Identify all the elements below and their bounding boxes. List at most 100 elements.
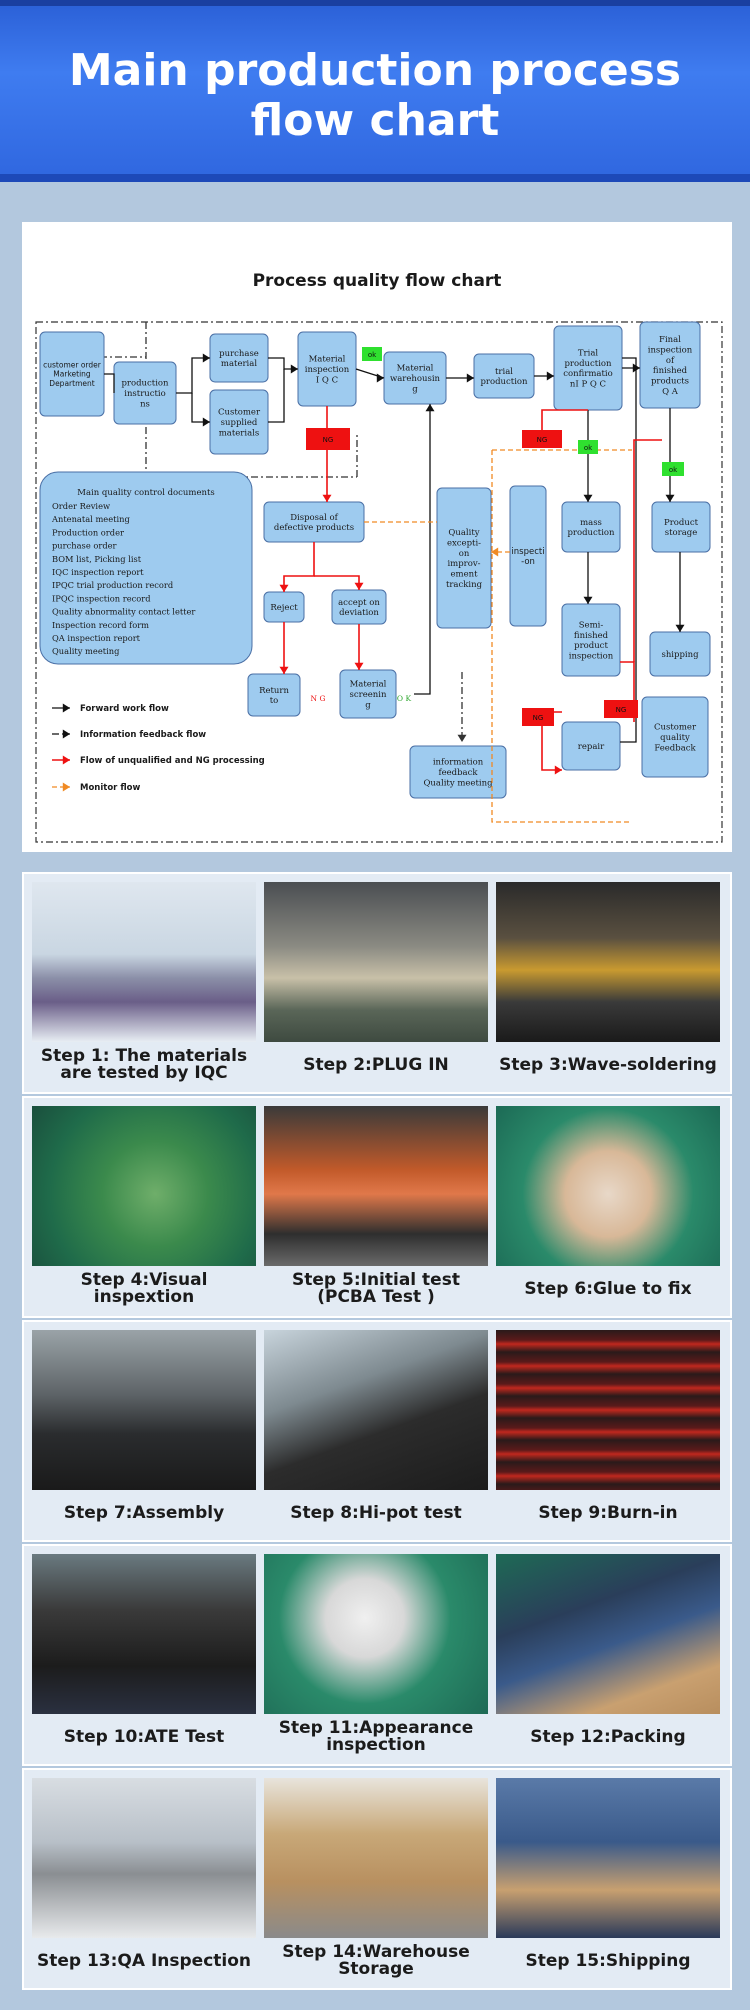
- legend-forward-line-head: [62, 703, 70, 713]
- ng-confirmation-to-tag: [541, 409, 588, 430]
- step-caption: Step 3:Wave-soldering: [496, 1042, 720, 1088]
- step-caption: Step 12:Packing: [496, 1714, 720, 1760]
- step-caption-line: Step 2:PLUG IN: [303, 1054, 449, 1075]
- node-material_inspection-text: I Q C: [316, 375, 338, 385]
- legend-monitor-line-head: [62, 782, 70, 792]
- appearance-inspection-photo: [264, 1554, 488, 1714]
- step-caption-line: Step 8:Hi-pot test: [290, 1502, 462, 1523]
- step-caption: Step 6:Glue to fix: [496, 1266, 720, 1312]
- node-mass_production-text: production: [567, 528, 615, 538]
- node-semi_finished-text: Semi-: [579, 620, 604, 630]
- flow-to-purchase: [176, 357, 210, 394]
- node-customer_supplied-text: supplied: [221, 418, 258, 428]
- glue-fix-photo: [496, 1106, 720, 1266]
- ng-reject-to-return-head: [279, 666, 289, 674]
- step-card: Step 3:Wave-soldering: [496, 882, 720, 1088]
- step-caption-line: Step 11:Appearance: [278, 1718, 474, 1738]
- step-card: Step 7:Assembly: [32, 1330, 256, 1536]
- ok-tag-iqc: [362, 347, 382, 361]
- flow-screening-to-warehouse: [414, 404, 431, 695]
- feedback-line-v3-head: [457, 734, 467, 742]
- step-card: Step 9:Burn-in: [496, 1330, 720, 1536]
- burn-in-photo: [496, 1330, 720, 1490]
- node-material_warehousing-text: Material: [397, 364, 434, 374]
- node-quality_exception: [436, 487, 492, 629]
- flow-final-to-storage-head: [665, 494, 675, 502]
- quality-document-item: Order Review: [52, 501, 110, 511]
- step-caption-line: inspection: [326, 1735, 426, 1755]
- step-card: Step 13:QA Inspection: [32, 1778, 256, 1984]
- step-caption: Step 13:QA Inspection: [32, 1938, 256, 1984]
- step-caption-line: Step 13:QA Inspection: [36, 1950, 252, 1971]
- node-production_instructions-text: production: [121, 379, 169, 389]
- ng-disposal-to-deviation-head: [354, 582, 364, 590]
- ng-final-down: [633, 439, 662, 662]
- step-card: Step 12:Packing: [496, 1554, 720, 1760]
- flow-supplied-to-iqc: [268, 369, 285, 423]
- ng-tag-trial: [522, 430, 562, 448]
- node-purchase_material-text: material: [221, 359, 257, 369]
- shipping-container-photo: [496, 1778, 720, 1938]
- node-customer_order-text: Marketing: [53, 370, 91, 379]
- flow-trial-to-confirmation-head: [546, 371, 554, 381]
- step-card: Step 6:Glue to fix: [496, 1106, 720, 1312]
- node-material_warehousing-text: g: [412, 384, 418, 394]
- node-final_inspection-text: Final: [659, 335, 681, 345]
- node-customer_supplied-text: Customer: [218, 408, 261, 418]
- node-material_screening: [339, 669, 397, 719]
- ng-iqc-to-disposal-head: [322, 494, 332, 502]
- quality-document-item: Quality abnormality contact letter: [52, 607, 195, 617]
- legend-item: Forward work flow: [80, 704, 169, 714]
- page-header: Main production process flow chart: [0, 0, 750, 182]
- node-trial_confirmation-text: nI P Q C: [570, 380, 606, 390]
- flow-to-purchase-head: [202, 353, 210, 363]
- flow-confirmation-to-mass-head: [583, 494, 593, 502]
- quality-document-item: Quality meeting: [52, 646, 120, 656]
- node-trial_confirmation-text: confirmatio: [563, 369, 612, 379]
- step-card: Step 15:Shipping: [496, 1778, 720, 1984]
- quality-document-item: QA inspection report: [52, 633, 141, 643]
- ok-tag-final-label: ok: [669, 466, 678, 474]
- legend-feedback-line-head: [62, 729, 70, 739]
- step-caption-line: Step 9:Burn-in: [538, 1502, 678, 1523]
- quality-documents-title: Main quality control documents: [77, 488, 215, 498]
- node-semi_finished: [561, 603, 621, 677]
- ok-tag-iqc-label: ok: [368, 351, 377, 359]
- node-semi_finished-text: inspection: [569, 652, 614, 662]
- step-card: Step 8:Hi-pot test: [264, 1330, 488, 1536]
- node-return_to-text: to: [270, 696, 279, 706]
- ng-tag-shipping: [604, 700, 638, 718]
- node-product_storage-text: storage: [665, 528, 698, 538]
- step-caption: Step 4:Visual inspextion: [32, 1266, 256, 1312]
- node-shipping-text: shipping: [661, 650, 699, 660]
- quality-document-item: Inspection record form: [52, 620, 149, 630]
- flow-screening-to-warehouse-head: [425, 404, 435, 412]
- hipot-test-photo: [264, 1330, 488, 1490]
- step-card: Step 2:PLUG IN: [264, 882, 488, 1088]
- quality-document-item: IPQC inspection record: [52, 593, 151, 603]
- wave-soldering-photo: [496, 882, 720, 1042]
- node-final_inspection-text: Q A: [662, 387, 679, 397]
- node-customer_quality_feedback-text: Feedback: [654, 743, 696, 753]
- qa-inspection-photo: [32, 1778, 256, 1938]
- node-information_feedback-text: feedback: [438, 768, 478, 778]
- page-title-line-1: Main production process: [68, 45, 682, 96]
- legend-ng-line-head: [62, 755, 70, 765]
- quality-document-item: IQC inspection report: [52, 567, 144, 577]
- node-quality_exception-text: on: [459, 549, 470, 559]
- step-caption: Step 9:Burn-in: [496, 1490, 720, 1536]
- node-accept_deviation-text: accept on: [338, 598, 380, 608]
- node-quality_exception-text: ement: [450, 570, 478, 580]
- page-title-line-2: flow chart: [250, 95, 500, 146]
- step-caption-line: Step 15:Shipping: [525, 1950, 691, 1971]
- node-quality_exception-text: improv-: [447, 559, 480, 569]
- flow-iqc-to-warehouse-head: [376, 373, 384, 383]
- warehouse-photo: [264, 1778, 488, 1938]
- step-caption-line: Step 10:ATE Test: [63, 1726, 225, 1747]
- node-accept_deviation-text: deviation: [339, 608, 379, 618]
